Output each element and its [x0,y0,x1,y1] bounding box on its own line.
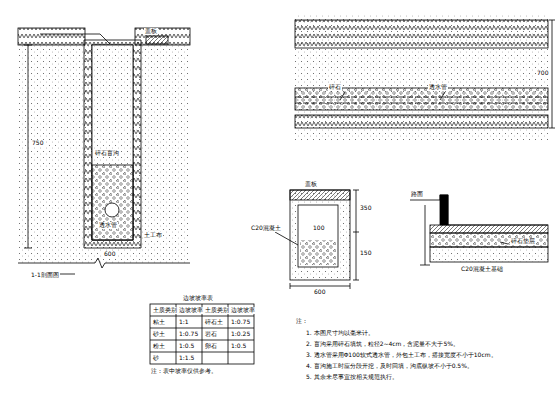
annotation-label: 750 [31,140,44,147]
annotation-label: 土工布 [143,232,163,239]
table-cell: 碎石土 [204,319,224,326]
table-cell: 砂土 [152,331,166,338]
annotation-label: 150 [359,250,372,257]
note-text: 2. 盲沟采用碎石填筑，粒径2~4cm，含泥量不大于5%。 [305,341,460,348]
note-text: 5. 其余未尽事宜按相关规范执行。 [305,374,399,381]
note-text: 注： [295,318,309,325]
annotation-label: C20混凝土 [250,225,282,232]
annotation-label: 100 [312,225,325,232]
annotation-label: 碎石垫层 [510,238,536,245]
annotation-label: 盖板 [144,28,158,35]
annotation-label: 透水管 [98,222,118,229]
table-cell: 岩石 [204,331,218,338]
table-cell: 1:0.75 [178,331,199,338]
annotation-label: 盖板 [304,181,318,188]
table-cell: 土质类别 [204,307,230,314]
annotation-label: 1-1剖面图 [30,272,60,279]
annotation-label: C20混凝土基础 [460,266,504,273]
table-cell: 边坡坡率 [230,307,256,314]
table-cell: 土质类别 [152,307,178,314]
table-cell: 卵石 [204,343,218,350]
table-cell: 1:0.5 [178,343,195,350]
table-cell: 1:1 [178,319,190,326]
table-cell: 1:0.25 [230,331,251,338]
note-text: 3. 透水管采用Φ100软式透水管，外包土工布，搭接宽度不小于10cm。 [305,352,498,359]
table-cell: 1:0.5 [230,343,247,350]
annotation-label: 路面 [410,191,424,198]
table-cell: 粉土 [152,343,166,350]
annotation-label: 700 [536,70,549,77]
annotation-label: 600 [103,251,116,258]
annotation-label: 注：表中坡率仅供参考。 [150,368,218,375]
table-cell: 1:1.5 [178,355,195,362]
annotation-label: 碎石 [328,84,342,91]
table-cell: 1:0.75 [230,319,251,326]
annotation-label: 600 [313,289,326,296]
annotation-label: 350 [359,205,372,212]
annotation-label: 透水管 [428,84,448,91]
table-cell: 粘土 [152,319,166,326]
annotation-label: 碎石盲沟 [94,150,120,157]
annotation-label: 边坡坡率表 [182,295,214,302]
table-cell: 砂 [152,355,160,362]
note-text: 1. 本图尺寸均以毫米计。 [305,330,375,337]
table-cell: 边坡坡率 [178,307,204,314]
note-text: 4. 盲沟施工时应分段开挖，及时回填，沟底纵坡不小于0.5%。 [305,363,474,370]
